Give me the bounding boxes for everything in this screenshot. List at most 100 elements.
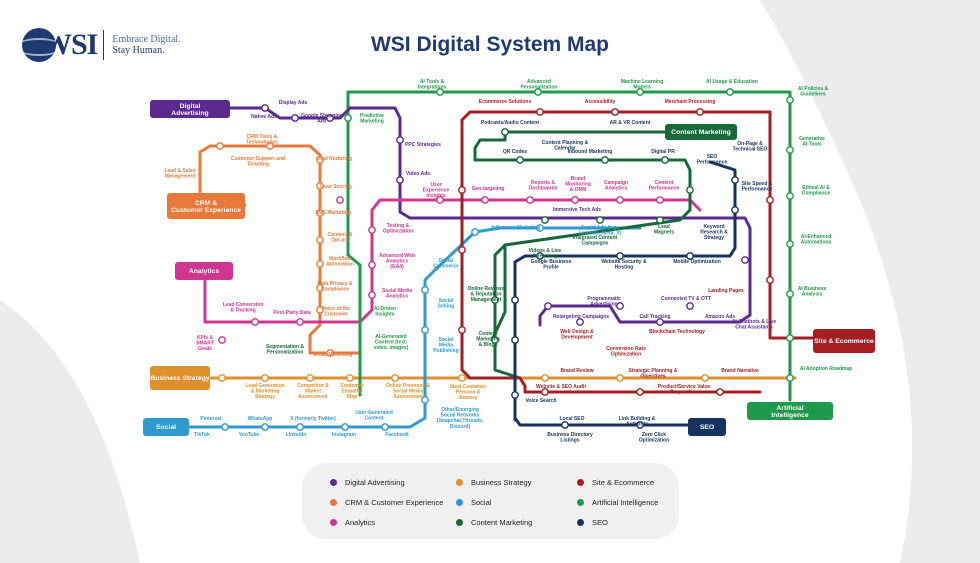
station-ai-adoption-roadmap[interactable]: AI Adoption Roadmap (800, 366, 852, 372)
station-site-speed[interactable]: Site Speed &Performance (742, 181, 773, 193)
station-segmentation-personalization[interactable]: Segmentation &Personalization (266, 344, 304, 356)
station-linkedin[interactable]: LinkedIn (286, 432, 307, 438)
station-local-seo[interactable]: Local SEO (559, 416, 584, 422)
station-x-twitter[interactable]: X (formerly Twitter) (290, 416, 336, 422)
station-accessibility[interactable]: Accessibility (585, 99, 616, 105)
station-connected-tv[interactable]: Connected TV & OTT (661, 296, 711, 302)
station-native-ads[interactable]: Native Ads (251, 114, 277, 120)
station-amazon-ads[interactable]: Amazon Ads (705, 314, 735, 320)
station-brand-review[interactable]: Brand Review (560, 368, 593, 374)
station-website-security[interactable]: Website Security &Hosting (601, 259, 647, 271)
station-instagram[interactable]: Instagram (332, 432, 356, 438)
station-mobile-optimization[interactable]: Mobile Optimization (673, 259, 721, 265)
station-ai-policies-guidelines[interactable]: AI Policies &Guidelines (798, 86, 829, 98)
terminal-site-ecommerce[interactable] (813, 329, 875, 353)
station-facebook[interactable]: Facebook (385, 432, 409, 438)
terminal-digital-advertising[interactable] (150, 100, 230, 118)
station-first-party-data[interactable]: First-Party Data (273, 310, 310, 316)
station-email-marketing[interactable]: Email Marketing (314, 352, 352, 358)
station-ethical-ai-compliance[interactable]: Ethical AI &Compliance (802, 185, 831, 197)
station-website-seo-audit[interactable]: Website & SEO Audit (536, 384, 586, 390)
terminal-analytics[interactable] (175, 262, 233, 280)
station-podcasts[interactable]: Podcasts/Audio Content (481, 120, 539, 126)
station-lead-scoring[interactable]: Lead Scoring (320, 184, 352, 190)
station-geo-targeting[interactable]: Geo-targeting (472, 186, 505, 192)
station-lead-nurturing[interactable]: Lead Nurturing (316, 156, 352, 162)
station-brand-narrative[interactable]: Brand Narrative (721, 368, 759, 374)
station-landing-pages[interactable]: Landing Pages (708, 288, 744, 294)
station-content-planning[interactable]: Content Planning &Calendar (542, 140, 589, 152)
station-data-privacy[interactable]: Data Privacy &Compliance (317, 281, 352, 293)
station-lead-conversion[interactable]: Lead Conversion& Tracking (223, 302, 264, 314)
terminal-social[interactable] (143, 418, 189, 436)
station-digital-pr[interactable]: Digital PR (651, 149, 675, 155)
terminal-crm[interactable] (167, 193, 245, 219)
station-reports-dashboards[interactable]: Reports &Dashboards (529, 180, 558, 192)
station-ai-usage-education[interactable]: AI Usage & Education (706, 79, 758, 85)
station-social-ads[interactable]: Social Ads (e.g.,LinkedIn, Meta, X) (579, 225, 622, 237)
station-voice-search[interactable]: Voice Search (525, 398, 556, 404)
station-ai-tools-integrations[interactable]: AI Tools &Integrations (418, 79, 447, 91)
terminal-business-strategy[interactable] (150, 366, 210, 390)
station-testing-optimization[interactable]: Testing &Optimization (383, 223, 413, 235)
station-pinterest[interactable]: Pinterest (200, 416, 222, 422)
station-inbound-marketing[interactable]: Inbound Marketing (568, 149, 613, 155)
station-whatsapp[interactable]: WhatsApp (248, 416, 273, 422)
station-on-page-seo[interactable]: On-Page &Technical SEO (733, 141, 768, 153)
station-blockchain-technology[interactable]: Blockchain Technology (649, 329, 705, 335)
station-retargeting-campaigns[interactable]: Retargeting Campaigns (553, 314, 609, 320)
terminal-seo[interactable] (688, 418, 726, 436)
station-immersive-tech-ads[interactable]: Immersive Tech Ads (553, 207, 601, 213)
station-sms-marketing[interactable]: SMS Marketing (315, 210, 351, 216)
terminal-artificial-intelligence[interactable] (747, 402, 833, 420)
station-call-tracking[interactable]: Call Tracking (639, 314, 670, 320)
station-influencer-marketing[interactable]: Influencer Marketing (492, 225, 541, 231)
station-qr-codes[interactable]: QR Codes (503, 149, 527, 155)
station-strategic-planning[interactable]: Strategic Planning &Objectives (629, 368, 678, 380)
station-consent-opt-ins[interactable]: Consent &Opt-ins (328, 232, 353, 244)
station-display-ads[interactable]: Display Ads (279, 100, 308, 106)
station-video-ads[interactable]: Video Ads (406, 171, 430, 177)
